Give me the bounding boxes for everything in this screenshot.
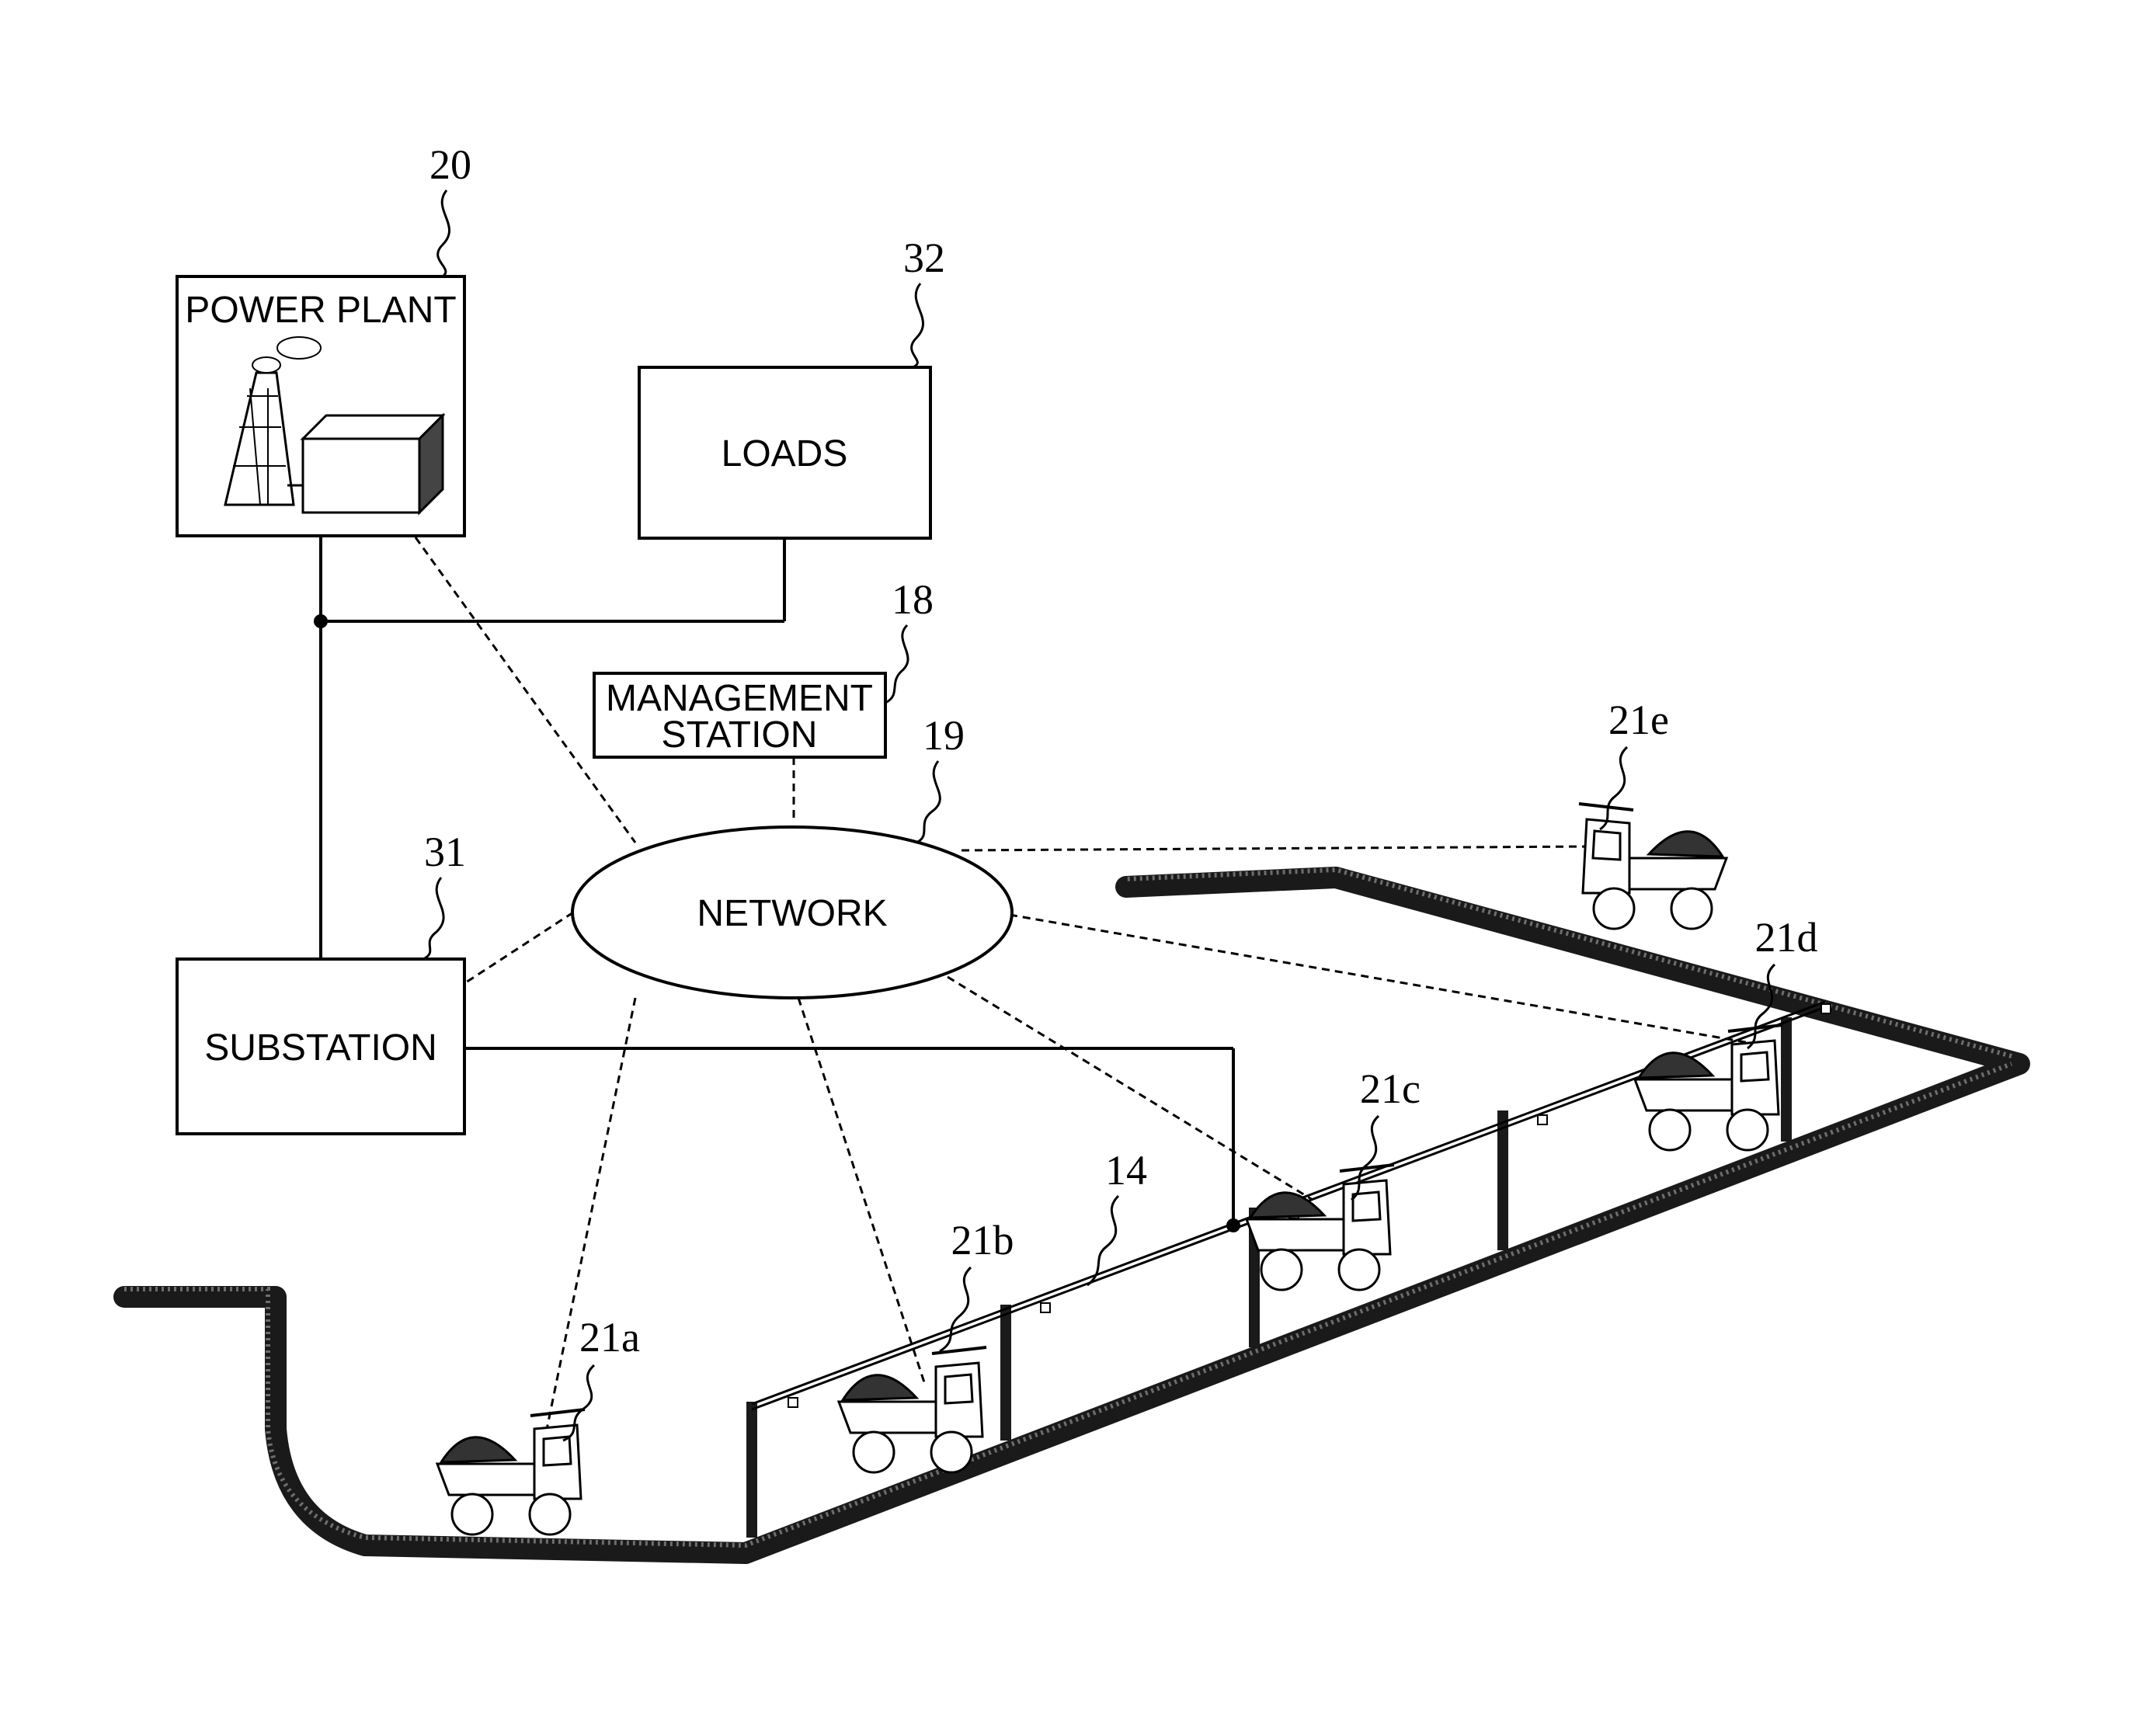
truck-21a	[437, 1409, 585, 1534]
ref-21a: 21a	[579, 1314, 640, 1361]
ref-20: 20	[429, 141, 471, 188]
management-station-box: MANAGEMENT STATION	[594, 673, 885, 757]
power-plant-box: POWER PLANT	[177, 276, 464, 536]
truck-21d	[1635, 1025, 1782, 1150]
management-station-label-1: MANAGEMENT	[606, 678, 873, 719]
substation-label: SUBSTATION	[204, 1027, 437, 1069]
loads-box: LOADS	[639, 367, 930, 538]
ref-19: 19	[923, 712, 965, 759]
loads-label: LOADS	[722, 433, 848, 474]
substation-box: SUBSTATION	[177, 959, 464, 1134]
ref-31: 31	[424, 829, 466, 875]
ref-21b: 21b	[951, 1217, 1014, 1263]
truck-21c	[1247, 1165, 1394, 1290]
truck-21b	[839, 1347, 986, 1472]
ref-21d: 21d	[1755, 914, 1818, 961]
ref-18: 18	[892, 576, 934, 623]
management-station-label-2: STATION	[662, 714, 818, 756]
generator-icon	[287, 415, 443, 513]
truck-21e	[1579, 804, 1727, 929]
ref-21c: 21c	[1360, 1065, 1421, 1112]
ref-21e: 21e	[1608, 697, 1669, 743]
ref-32: 32	[903, 235, 945, 281]
ref-14: 14	[1105, 1147, 1147, 1194]
network-label: NETWORK	[697, 893, 887, 934]
power-plant-label: POWER PLANT	[185, 290, 456, 331]
network-ellipse: NETWORK	[572, 827, 1012, 998]
